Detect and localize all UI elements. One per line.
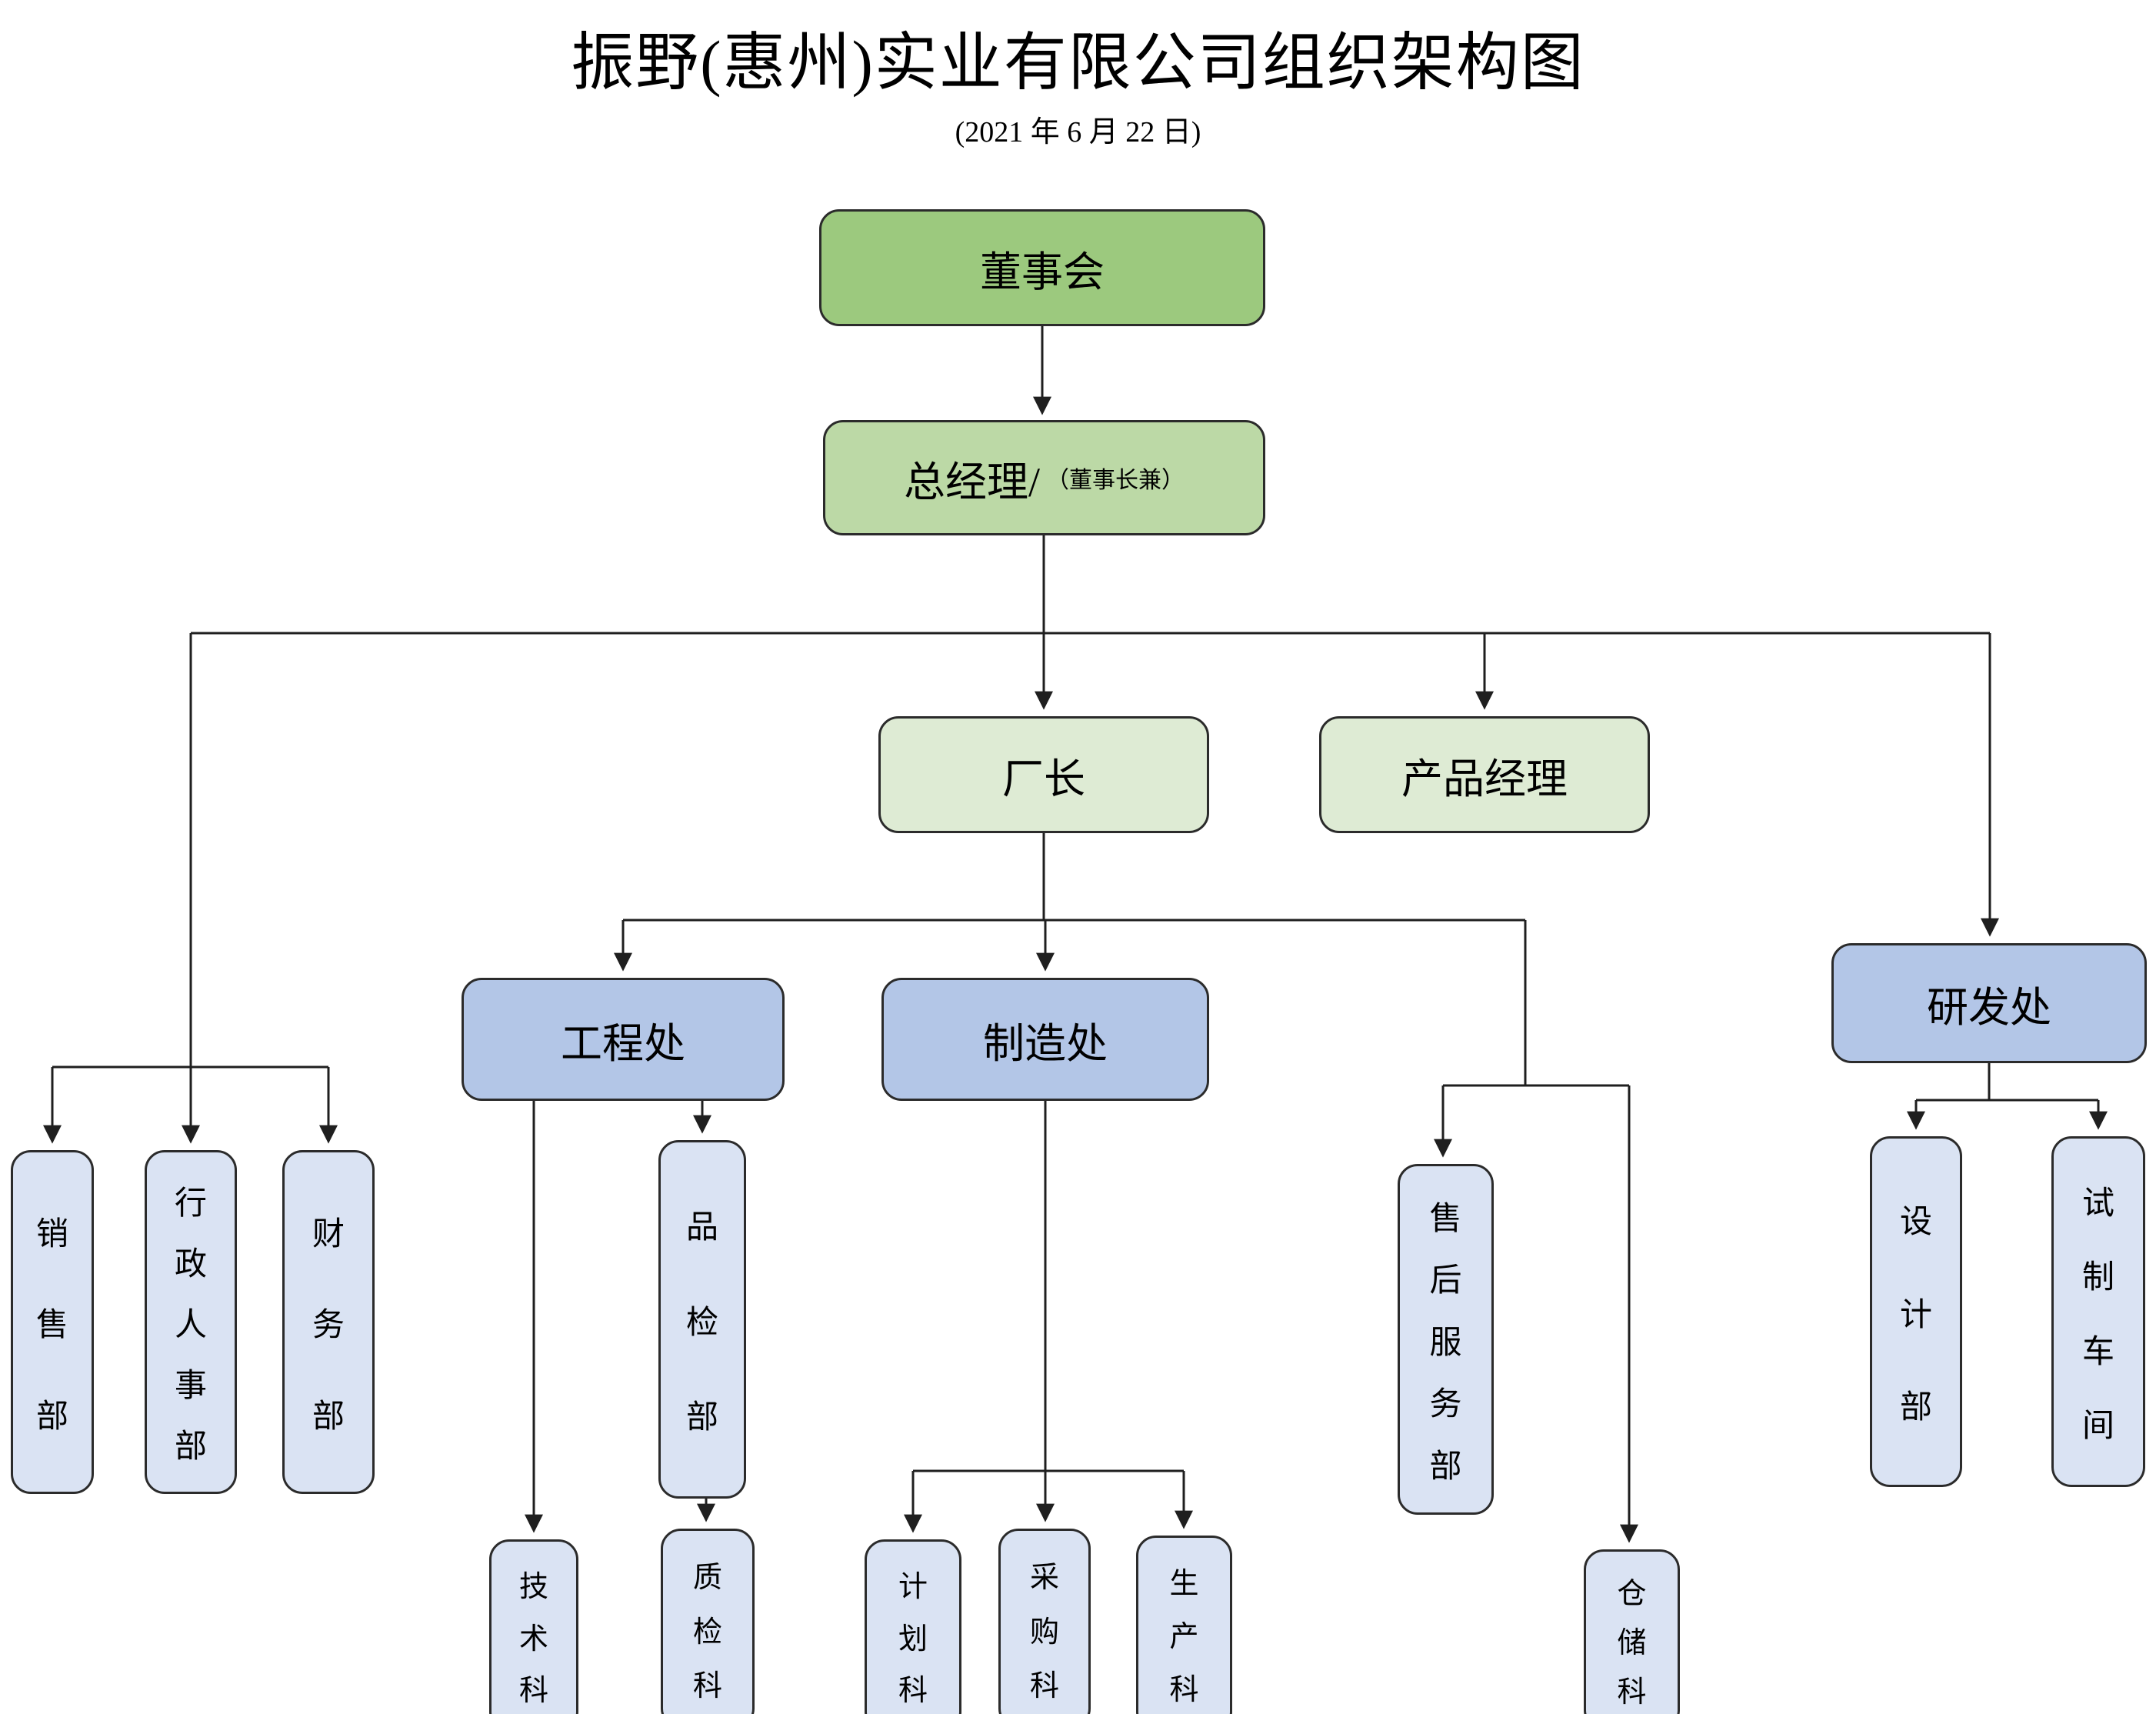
node-finance-dept: 财务部 xyxy=(282,1150,375,1494)
node-engineering-office-label: 工程处 xyxy=(561,1020,685,1067)
node-engineering-office: 工程处 xyxy=(462,978,785,1101)
node-purchasing-section-label: 采购科 xyxy=(1029,1562,1059,1702)
node-warehouse-section-label: 仓储科 xyxy=(1617,1578,1647,1709)
node-sales-dept: 销售部 xyxy=(11,1150,94,1494)
node-factory-director-label: 厂长 xyxy=(1002,755,1085,802)
chart-title: 振野(惠州)实业有限公司组织架构图 xyxy=(571,28,1585,98)
node-manufacturing-office-label: 制造处 xyxy=(983,1020,1108,1067)
node-admin-hr-dept-label: 行政人事部 xyxy=(174,1186,207,1465)
node-manufacturing-office: 制造处 xyxy=(881,978,1209,1101)
node-admin-hr-dept: 行政人事部 xyxy=(145,1150,237,1494)
node-planning-section-label: 计划科 xyxy=(898,1570,928,1708)
node-rd-office: 研发处 xyxy=(1831,943,2147,1063)
node-trial-production-workshop: 试制车间 xyxy=(2051,1136,2145,1487)
node-quality-check-section: 质检科 xyxy=(661,1529,755,1714)
node-finance-dept-label: 财务部 xyxy=(312,1216,345,1435)
node-technical-section-label: 技术科 xyxy=(518,1570,548,1708)
node-trial-production-workshop-label: 试制车间 xyxy=(2081,1185,2114,1445)
node-production-section-label: 生产科 xyxy=(1169,1568,1199,1706)
node-board-of-directors: 董事会 xyxy=(819,209,1265,326)
node-planning-section: 计划科 xyxy=(865,1539,961,1714)
node-warehouse-section: 仓储科 xyxy=(1584,1549,1680,1714)
node-technical-section: 技术科 xyxy=(489,1539,578,1714)
node-general-manager: 总经理/ （董事长兼） xyxy=(823,420,1265,535)
chart-date: (2021 年 6 月 22 日) xyxy=(955,116,1201,148)
node-general-manager-suffix: （董事长兼） xyxy=(1046,468,1185,493)
node-after-sales-service-dept: 售后服务部 xyxy=(1398,1164,1494,1515)
node-after-sales-service-dept-label: 售后服务部 xyxy=(1429,1201,1462,1485)
node-quality-inspection-dept: 品检部 xyxy=(658,1140,746,1499)
node-rd-office-label: 研发处 xyxy=(1927,984,2051,1031)
node-general-manager-label: 总经理/ xyxy=(903,459,1040,505)
node-board-label: 董事会 xyxy=(980,248,1105,295)
node-product-manager: 产品经理 xyxy=(1319,716,1650,833)
node-quality-check-section-label: 质检科 xyxy=(692,1562,722,1702)
node-quality-inspection-dept-label: 品检部 xyxy=(685,1210,718,1436)
node-factory-director: 厂长 xyxy=(878,716,1209,833)
node-sales-dept-label: 销售部 xyxy=(35,1216,68,1435)
node-purchasing-section: 采购科 xyxy=(998,1529,1091,1714)
node-design-dept: 设计部 xyxy=(1870,1136,1962,1487)
node-product-manager-label: 产品经理 xyxy=(1401,755,1568,802)
node-production-section: 生产科 xyxy=(1136,1536,1232,1714)
node-design-dept-label: 设计部 xyxy=(1899,1204,1932,1426)
